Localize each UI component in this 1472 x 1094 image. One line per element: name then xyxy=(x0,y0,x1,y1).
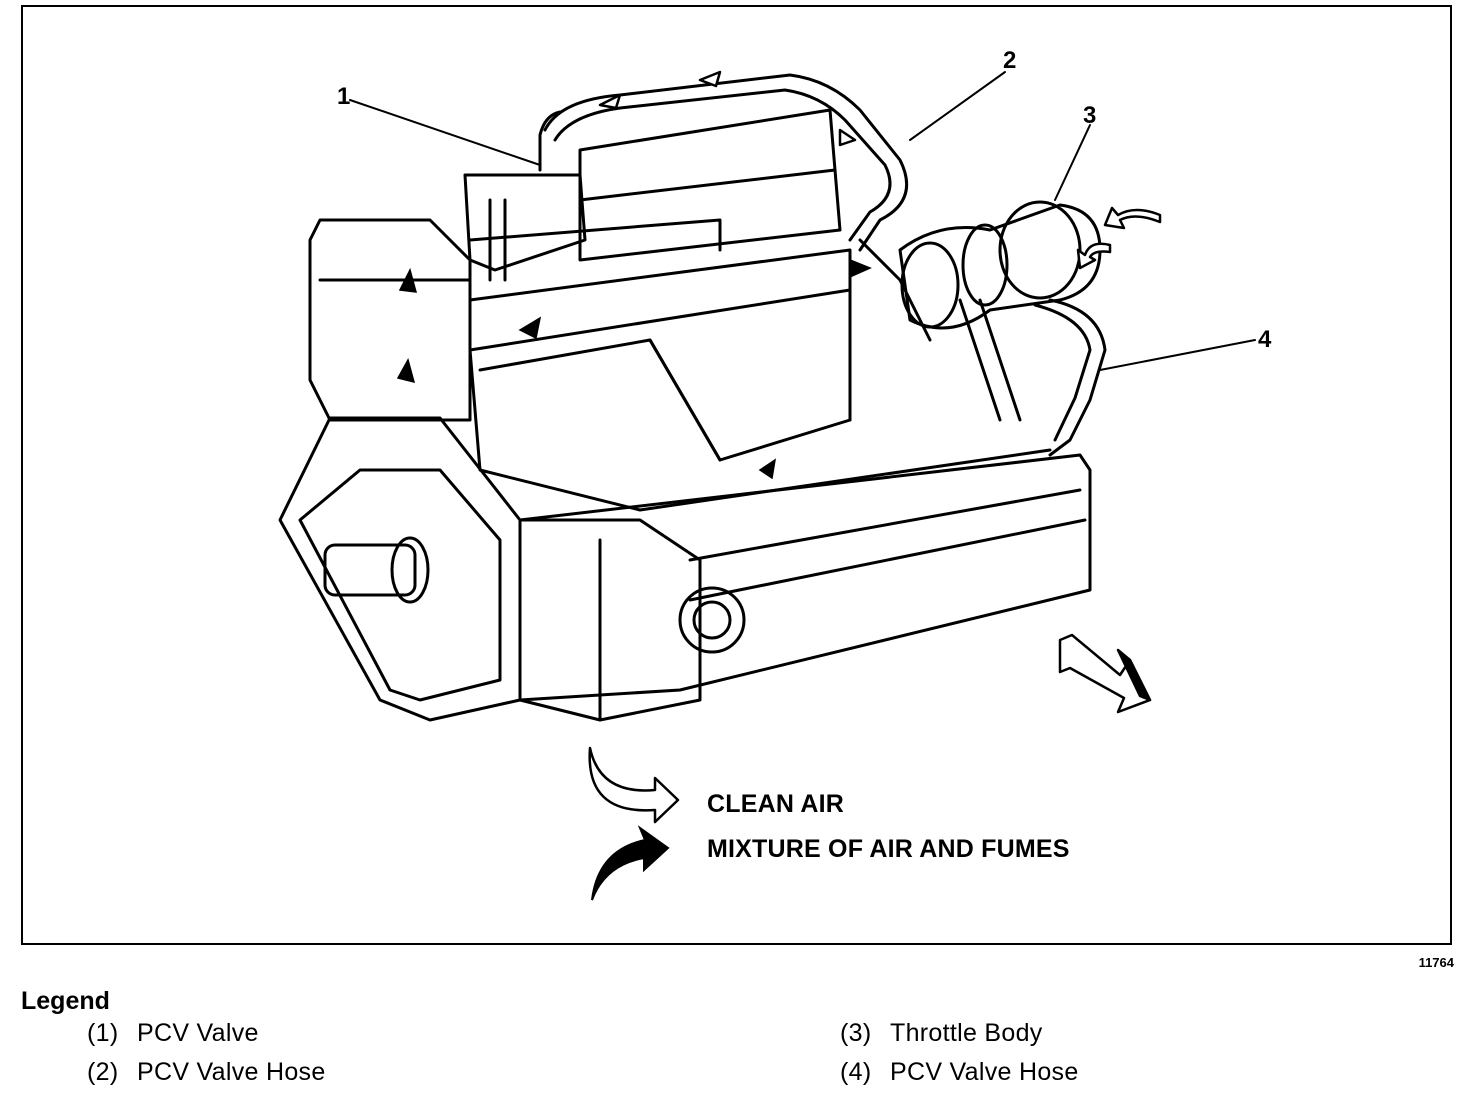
legend-item-label: PCV Valve Hose xyxy=(890,1058,1079,1086)
front-cover xyxy=(278,416,522,722)
diagram-frame xyxy=(21,5,1452,945)
callout-1: 1 xyxy=(337,83,351,110)
throttle-body xyxy=(898,203,1102,330)
mixture-arrow xyxy=(398,267,418,293)
key-mixture-label: MIXTURE OF AIR AND FUMES xyxy=(707,835,1070,863)
key-clean-air-label: CLEAN AIR xyxy=(707,790,844,818)
legend-item-number: (1) xyxy=(87,1019,119,1047)
clean-air-arrow xyxy=(1103,206,1162,230)
legend-item-number: (2) xyxy=(87,1058,119,1086)
oil-cap xyxy=(678,586,746,654)
left-head xyxy=(308,218,472,422)
crank-snout xyxy=(323,543,417,597)
pcv-valve xyxy=(463,173,587,272)
engine-diagram xyxy=(278,70,1256,901)
legend-item-label: Throttle Body xyxy=(890,1019,1043,1047)
legend-item: (1) PCV Valve xyxy=(87,1019,259,1048)
legend-title: Legend xyxy=(21,987,110,1015)
callout-2: 2 xyxy=(1003,47,1017,74)
legend-item: (4) PCV Valve Hose xyxy=(840,1058,1079,1087)
valley xyxy=(468,248,852,352)
legend-item: (3) Throttle Body xyxy=(840,1019,1043,1048)
callout-3: 3 xyxy=(1083,102,1097,129)
figure-number: 11764 xyxy=(1418,955,1454,970)
legend-item-label: PCV Valve xyxy=(137,1019,259,1047)
front-direction-arrow xyxy=(1058,633,1152,714)
legend-item-label: PCV Valve Hose xyxy=(137,1058,326,1086)
pcv-valve-hose-4 xyxy=(1048,298,1107,457)
pcv-valve-hose-2 xyxy=(543,73,909,252)
legend-item-number: (3) xyxy=(840,1019,872,1047)
legend-item: (2) PCV Valve Hose xyxy=(87,1058,326,1087)
callout-4: 4 xyxy=(1258,326,1272,353)
legend-item-number: (4) xyxy=(840,1058,872,1086)
